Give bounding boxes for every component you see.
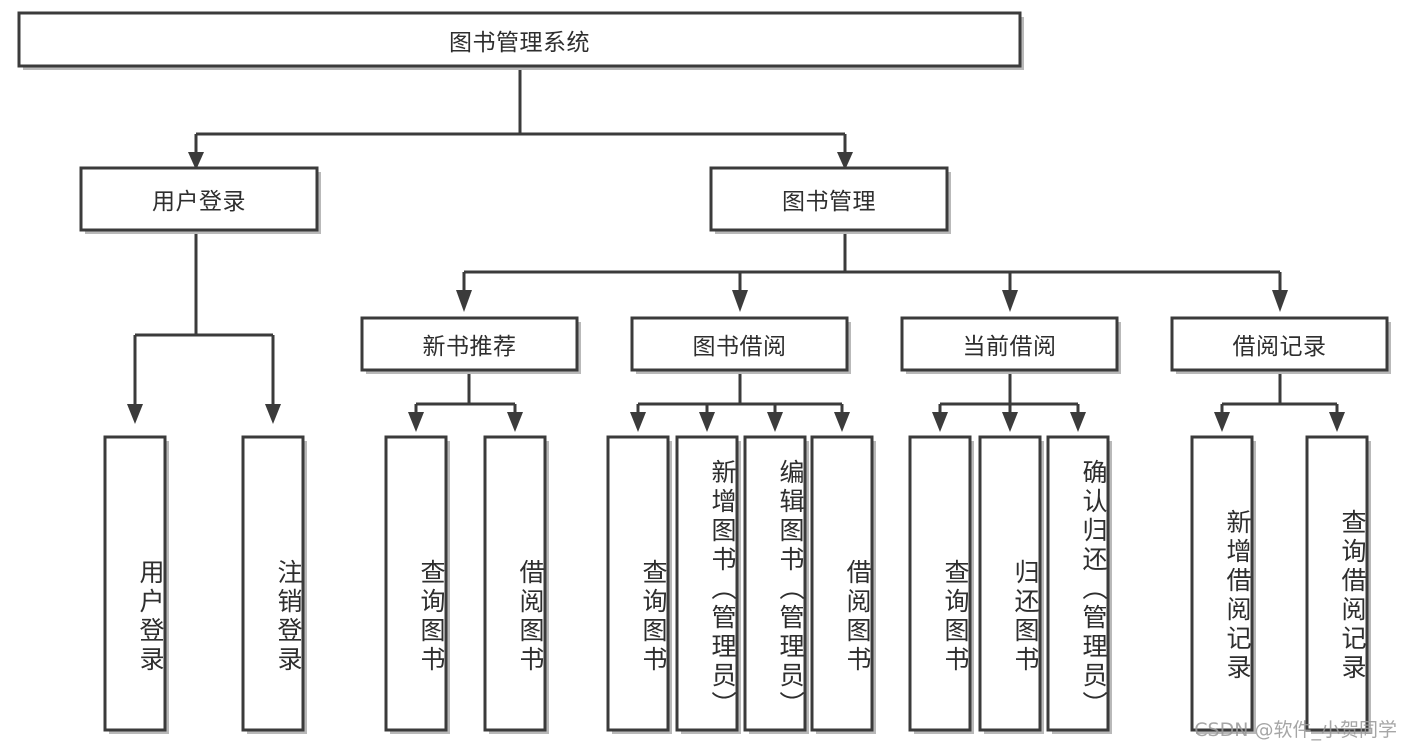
- connector-borrow-record-to-leaves: [1220, 374, 1339, 412]
- arrowhead-leaf-query-book-2: [630, 412, 646, 432]
- arrowhead-leaf-add-book: [699, 412, 715, 432]
- box-leaf-query-book-1[interactable]: [384, 435, 450, 734]
- arrowhead-leaf-user-logout: [265, 404, 281, 424]
- box-root[interactable]: [17, 11, 1024, 70]
- arrowhead-to-user-login: [188, 152, 204, 170]
- arrowhead-leaf-query-book-3: [932, 412, 948, 432]
- box-leaf-user-login[interactable]: [103, 435, 169, 734]
- box-leaf-query-record[interactable]: [1305, 435, 1371, 734]
- arrowhead-current-borrow: [1002, 290, 1018, 312]
- connector-book-manage-to-level3: [462, 232, 1282, 290]
- box-leaf-return-book[interactable]: [978, 435, 1044, 734]
- arrowhead-borrow-record: [1272, 290, 1288, 312]
- box-leaf-borrow-book-2[interactable]: [810, 435, 876, 734]
- arrowhead-leaf-query-book-1: [408, 412, 424, 432]
- box-leaf-query-book-2[interactable]: [606, 435, 672, 734]
- box-leaf-add-book[interactable]: [675, 435, 741, 734]
- connector-user-login-to-leaves: [133, 232, 275, 404]
- connector-root-to-level2: [194, 66, 847, 152]
- box-leaf-edit-book[interactable]: [743, 435, 809, 734]
- arrowhead-leaf-return-book: [1002, 412, 1018, 432]
- arrowhead-leaf-user-login: [127, 404, 143, 424]
- connector-current-borrow-to-leaves: [938, 374, 1080, 412]
- arrowhead-leaf-query-record: [1329, 412, 1345, 432]
- arrowhead-leaf-borrow-book-2: [834, 412, 850, 432]
- box-book-borrow[interactable]: [630, 316, 851, 374]
- arrowhead-leaf-edit-book: [767, 412, 783, 432]
- arrowhead-leaf-confirm-return: [1070, 412, 1086, 432]
- box-leaf-borrow-book-1[interactable]: [483, 435, 549, 734]
- box-leaf-confirm-return[interactable]: [1046, 435, 1112, 734]
- connector-new-book-recommend-to-leaves: [414, 374, 517, 412]
- arrowhead-leaf-borrow-book-1: [507, 412, 523, 432]
- box-book-manage[interactable]: [709, 166, 951, 234]
- box-new-book-recommend[interactable]: [360, 316, 581, 374]
- box-leaf-user-logout[interactable]: [241, 435, 307, 734]
- arrowhead-to-book-manage: [837, 152, 853, 170]
- connector-book-borrow-to-leaves: [636, 374, 844, 412]
- box-leaf-query-book-3[interactable]: [908, 435, 974, 734]
- box-borrow-record[interactable]: [1170, 316, 1391, 374]
- arrowhead-book-borrow: [732, 290, 748, 312]
- arrowhead-new-book-recommend: [456, 290, 472, 312]
- box-user-login[interactable]: [79, 166, 321, 234]
- box-leaf-add-record[interactable]: [1190, 435, 1256, 734]
- box-current-borrow[interactable]: [900, 316, 1121, 374]
- arrowhead-leaf-add-record: [1214, 412, 1230, 432]
